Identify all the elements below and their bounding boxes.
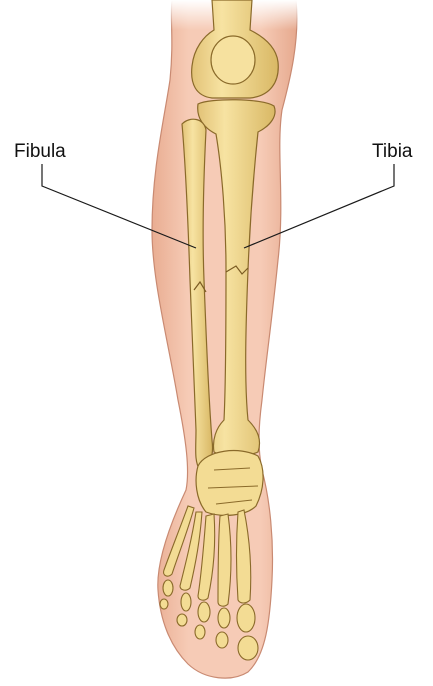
fibula-label: Fibula [14,142,66,161]
tibia-label: Tibia [372,142,412,161]
patella-bone [211,36,255,84]
tarsal-bones [196,451,263,516]
